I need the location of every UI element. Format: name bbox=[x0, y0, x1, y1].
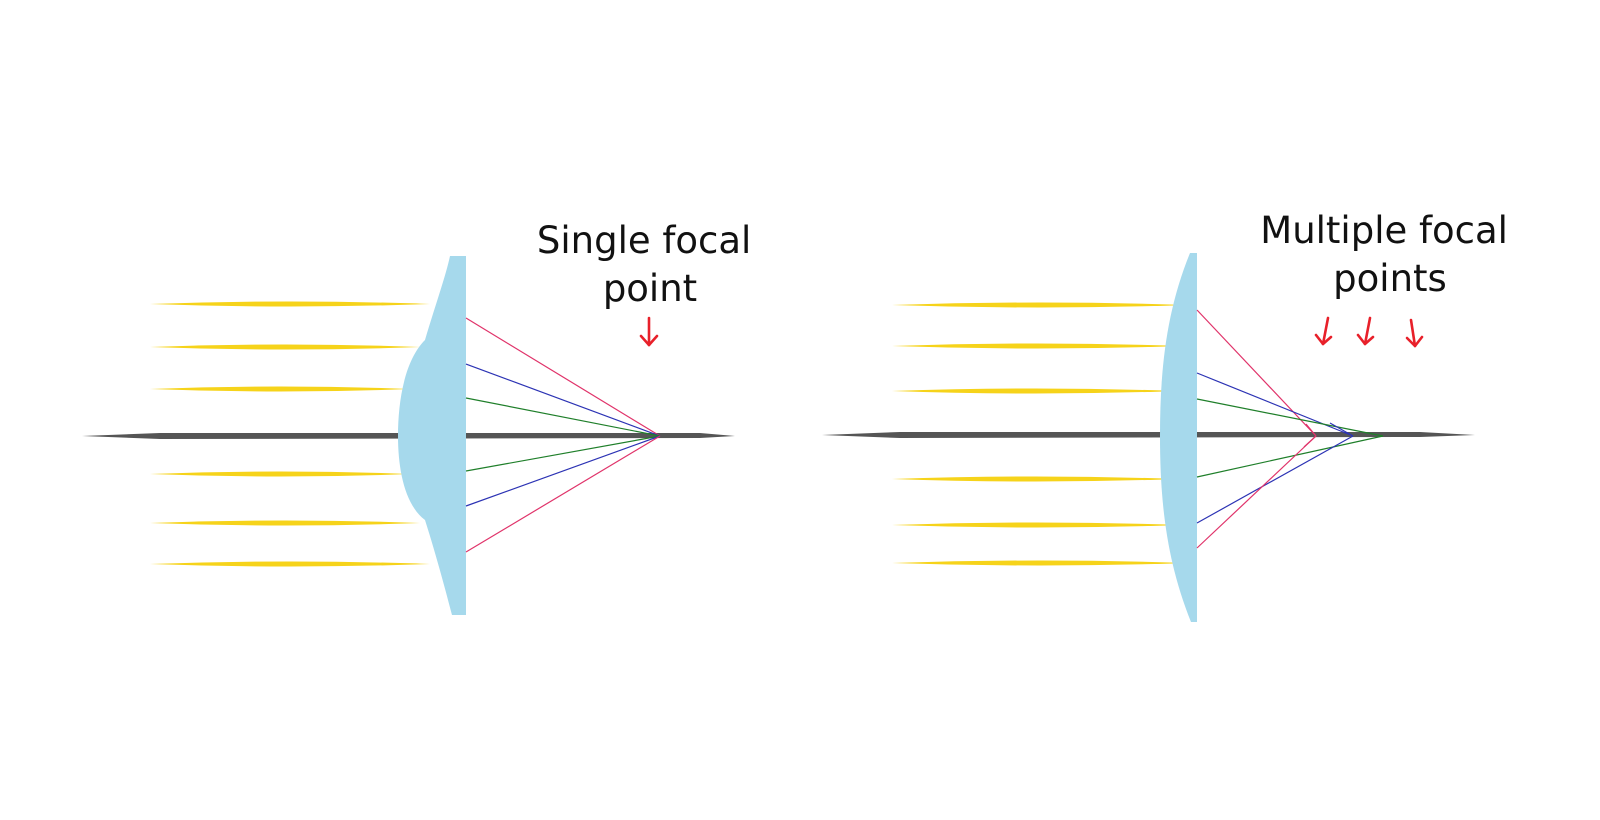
ray-outer-bottom bbox=[1196, 435, 1317, 549]
caption-line-2: point bbox=[603, 267, 697, 310]
light-beam bbox=[150, 386, 410, 392]
light-beam bbox=[892, 476, 1178, 482]
arrow-down-icon bbox=[1356, 316, 1375, 346]
focal-point-arrow-icon bbox=[639, 316, 659, 347]
ray-inner-top bbox=[1196, 398, 1384, 437]
ray-middle-bottom bbox=[1196, 435, 1354, 524]
ray-middle-bottom-extension bbox=[1329, 422, 1354, 437]
light-beam bbox=[150, 344, 420, 350]
light-beam bbox=[892, 560, 1188, 566]
ray-outer-top bbox=[1196, 309, 1317, 437]
multiple-focal-caption: Multiple focal points bbox=[1260, 209, 1519, 300]
left-panel: Single focal point bbox=[82, 219, 763, 615]
ray-outer-top bbox=[465, 317, 661, 437]
incoming-light-beams bbox=[150, 301, 430, 567]
caption-line-2: points bbox=[1333, 257, 1447, 300]
caption-line-1: Single focal bbox=[537, 219, 751, 262]
ray-inner-bottom bbox=[1196, 435, 1384, 478]
arrow-down-icon bbox=[1314, 316, 1333, 346]
focal-points-arrows bbox=[1314, 316, 1424, 348]
refracted-rays bbox=[1196, 309, 1384, 549]
spherical-lens bbox=[1160, 253, 1197, 622]
right-panel: Multiple focal points bbox=[822, 209, 1519, 622]
light-beam bbox=[150, 471, 410, 477]
ray-middle-top bbox=[465, 363, 661, 437]
ray-outer-bottom bbox=[465, 435, 661, 553]
aspheric-lens bbox=[398, 256, 466, 615]
ray-inner-top bbox=[465, 397, 661, 437]
light-beam bbox=[892, 302, 1188, 308]
ray-inner-bottom bbox=[465, 435, 661, 472]
optical-axis bbox=[822, 432, 1475, 438]
light-beam bbox=[150, 520, 420, 526]
light-beam bbox=[150, 301, 430, 307]
refracted-rays bbox=[465, 317, 661, 553]
light-beam bbox=[892, 522, 1182, 528]
single-focal-caption: Single focal point bbox=[537, 219, 763, 310]
light-beam bbox=[892, 388, 1178, 394]
light-beam bbox=[892, 343, 1182, 349]
ray-outer-bottom-extension bbox=[1305, 423, 1317, 437]
ray-middle-bottom bbox=[465, 435, 661, 507]
incoming-light-beams bbox=[892, 302, 1188, 566]
caption-line-1: Multiple focal bbox=[1260, 209, 1508, 252]
light-beam bbox=[150, 561, 430, 567]
ray-middle-top bbox=[1196, 372, 1354, 437]
arrow-down-icon bbox=[1405, 318, 1424, 348]
